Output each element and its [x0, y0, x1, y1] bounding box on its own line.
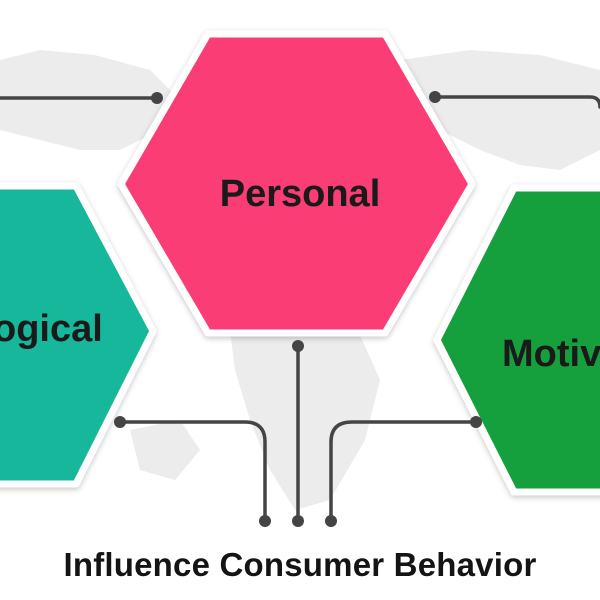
connector-lines [0, 95, 600, 522]
connector-dot [292, 340, 304, 352]
label-personal: Personal [220, 173, 381, 215]
hex-motivational[interactable] [433, 184, 600, 496]
connector-dot [292, 515, 304, 527]
connector-dot [114, 416, 126, 428]
connector-dot [325, 515, 337, 527]
connector-dot [259, 515, 271, 527]
connector-dot [151, 92, 163, 104]
connector-right-bottom [329, 420, 478, 522]
diagram-caption: Influence Consumer Behavior [63, 546, 537, 583]
label-motivational: Motiv [502, 333, 600, 375]
label-psychological: ogical [0, 308, 103, 350]
hex-personal[interactable] [117, 30, 476, 337]
connector-dots [114, 91, 482, 527]
connector-left-bottom [118, 420, 267, 522]
connector-dot [429, 91, 441, 103]
connector-dot [470, 416, 482, 428]
hex-psychological[interactable] [0, 182, 157, 488]
